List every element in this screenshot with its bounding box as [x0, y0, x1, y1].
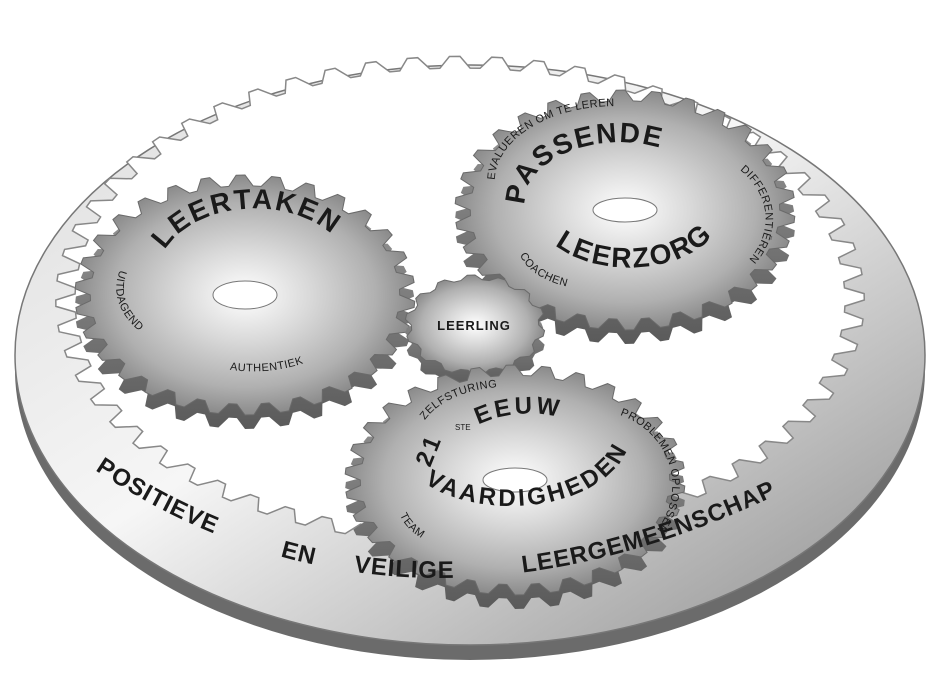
eeuw-number-suffix: STE — [455, 423, 471, 432]
leerling-title: LEERLING — [437, 318, 511, 333]
center-gear-labels: LEERLING — [437, 318, 511, 333]
leertaken-gear-hub-hole — [213, 281, 277, 309]
passende-gear-hub-hole — [593, 198, 657, 222]
